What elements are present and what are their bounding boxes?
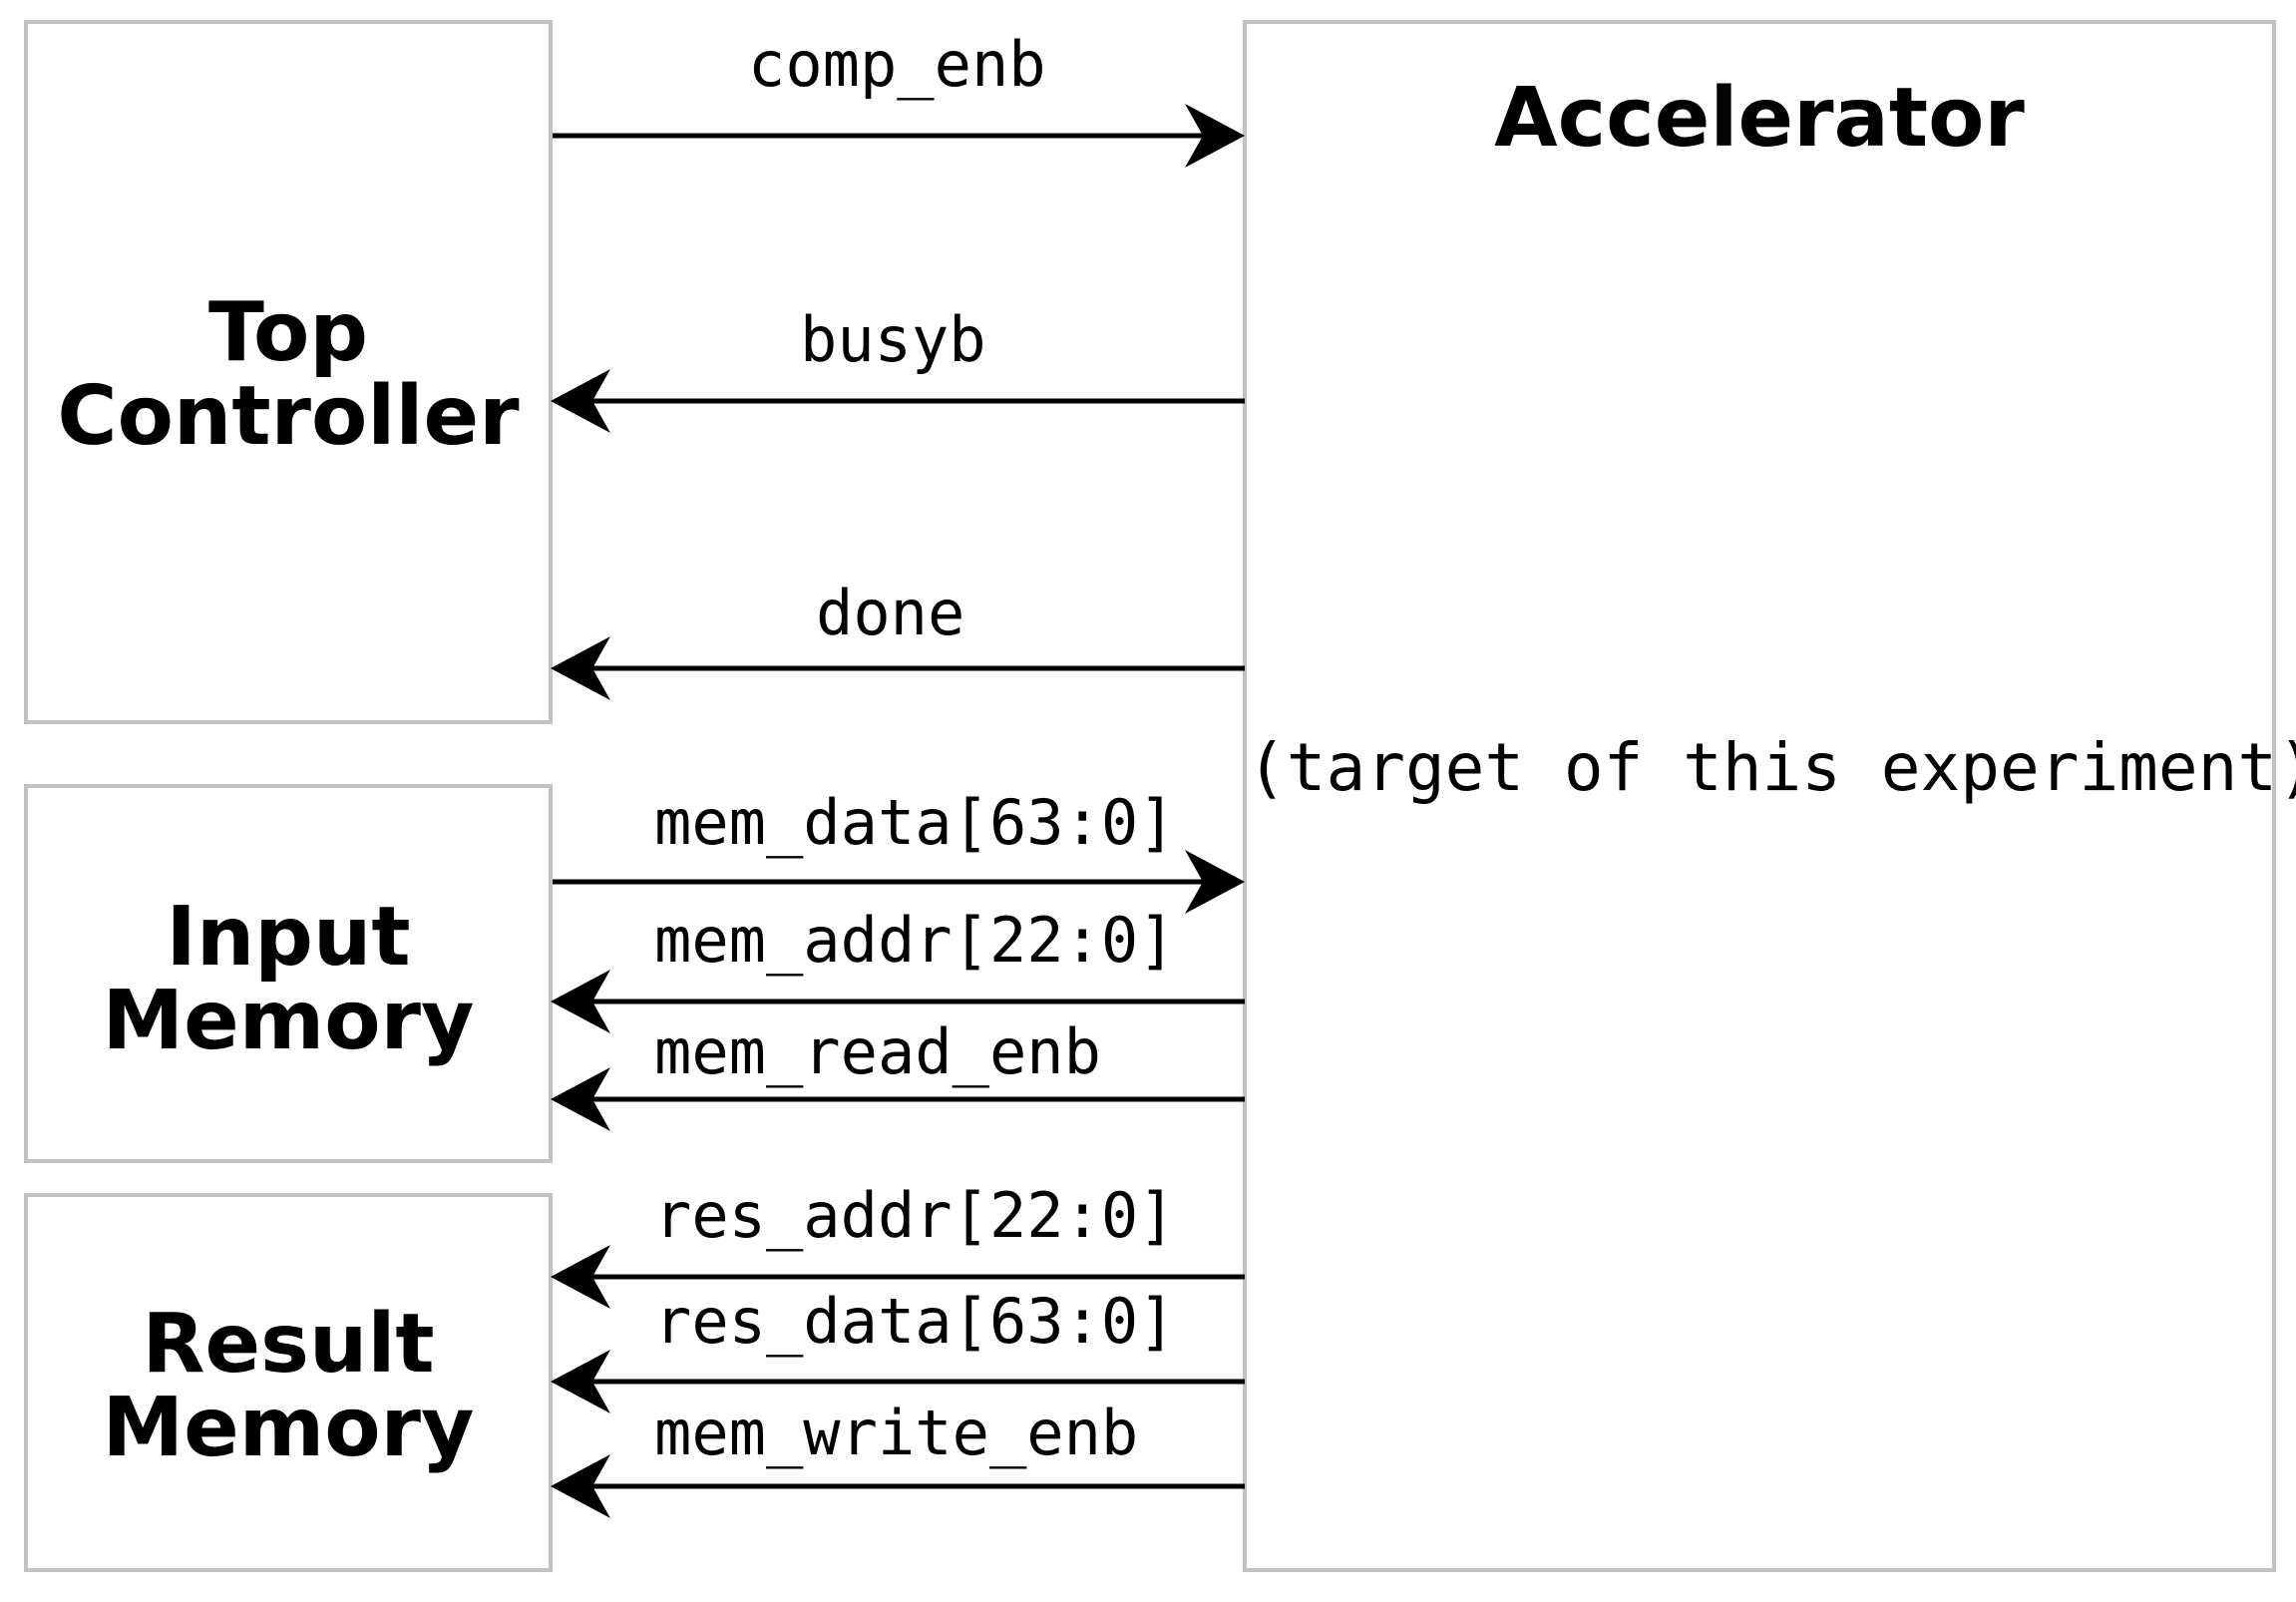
input-memory-title-line2: Memory	[102, 974, 475, 1068]
result-memory-title-line2: Memory	[102, 1381, 475, 1475]
accelerator-note: (target of this experiment)	[1247, 729, 2296, 806]
arrowhead-right-icon	[1185, 104, 1245, 168]
input-memory-title: Input Memory	[28, 896, 549, 1063]
wire-comp-enb	[553, 104, 1245, 168]
top-controller-title: Top Controller	[28, 291, 549, 459]
arrowhead-left-icon	[551, 1245, 610, 1309]
arrowhead-left-icon	[551, 970, 610, 1033]
signal-label-busyb: busyb	[800, 303, 986, 376]
wire-mem-read-enb	[551, 1067, 1245, 1131]
wire-mem-addr	[551, 970, 1245, 1033]
input-memory-title-line1: Input	[166, 890, 411, 985]
wire-done	[551, 636, 1245, 700]
signal-label-mem-write-enb: mem_write_enb	[654, 1397, 1139, 1469]
signal-label-comp-enb: comp_enb	[748, 28, 1046, 101]
signal-label-done: done	[816, 577, 965, 649]
arrowhead-left-icon	[551, 1067, 610, 1131]
top-controller-title-line1: Top	[207, 285, 369, 380]
arrowhead-left-icon	[551, 369, 610, 433]
wire-res-data	[551, 1350, 1245, 1413]
arrowhead-left-icon	[551, 1454, 610, 1518]
wire-mem-data	[553, 850, 1245, 914]
arrowhead-left-icon	[551, 1350, 610, 1413]
wire-mem-write-enb	[551, 1454, 1245, 1518]
signal-label-res-addr: res_addr[22:0]	[654, 1179, 1176, 1252]
accelerator-block: Accelerator (target of this experiment)	[1243, 20, 2296, 1572]
wire-res-addr	[551, 1245, 1245, 1309]
result-memory-block: Result Memory	[24, 1193, 553, 1572]
result-memory-title: Result Memory	[28, 1303, 549, 1470]
input-memory-block: Input Memory	[24, 784, 553, 1163]
signal-label-res-data: res_data[63:0]	[654, 1285, 1176, 1358]
top-controller-block: Top Controller	[24, 20, 553, 724]
arrowhead-left-icon	[551, 636, 610, 700]
signal-label-mem-data: mem_data[63:0]	[654, 786, 1176, 859]
top-controller-title-line2: Controller	[57, 369, 520, 464]
wire-busyb	[551, 369, 1245, 433]
accelerator-title: Accelerator	[1494, 71, 2025, 166]
arrowhead-right-icon	[1185, 850, 1245, 914]
result-memory-title-line1: Result	[142, 1297, 435, 1392]
signal-label-mem-addr: mem_addr[22:0]	[654, 904, 1176, 977]
signal-label-mem-read-enb: mem_read_enb	[654, 1015, 1101, 1088]
